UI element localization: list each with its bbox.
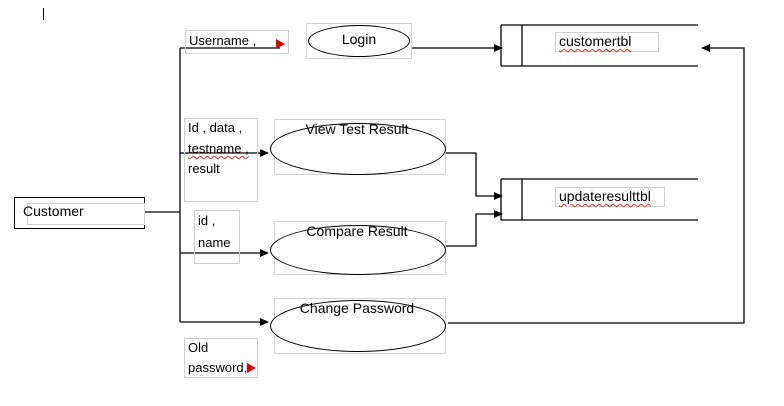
flow-label-view: Id , data , testname , result [184, 118, 258, 202]
flow-label-login-text: Username , [189, 33, 257, 48]
process-compare-result: Compare Result [268, 221, 446, 275]
flow-marker-icon [276, 39, 285, 49]
datastore-updateresulttbl [500, 178, 698, 221]
flow-label-change-line-1: Old [188, 340, 209, 355]
compare-to-updateresulttbl [446, 210, 503, 247]
process-compare-label: Compare Result [306, 223, 408, 239]
process-view-test-result: View Test Result [268, 119, 446, 175]
process-ellipse [270, 123, 446, 175]
flow-label-login: Username , [185, 30, 289, 54]
process-login-label: Login [341, 31, 377, 47]
flow-label-change-line-2: password, [188, 360, 248, 375]
view-to-updateresulttbl [446, 152, 503, 200]
change-password-to-customertbl [448, 44, 745, 324]
process-view-label: View Test Result [305, 121, 409, 137]
updateresulttbl-label-box: updateresulttbl [555, 187, 665, 207]
process-change-password: Change Password [268, 298, 446, 354]
customertbl-label: customertbl [559, 33, 632, 49]
flow-label-compare: id , name [194, 210, 240, 264]
customertbl-label-box: customertbl [555, 32, 659, 52]
datastore-customertbl [500, 24, 698, 67]
flow-label-view-line-1: Id , data , [188, 120, 243, 135]
process-login: Login [306, 23, 412, 59]
process-ellipse [270, 300, 446, 352]
flow-label-compare-line-2: name [198, 235, 231, 250]
flow-label-view-line-3: result [188, 161, 220, 176]
flow-label-change: Old password, [184, 338, 258, 378]
process-change-label: Change Password [299, 300, 415, 316]
flow-marker-icon [247, 363, 256, 373]
flow-label-view-line-2: testname , [188, 141, 249, 156]
flow-label-compare-line-1: id , [198, 213, 216, 228]
text-cursor [43, 8, 44, 20]
customer-entity: Customer [14, 197, 145, 229]
customer-inner-frame [27, 203, 145, 225]
process-ellipse [270, 225, 446, 275]
customer-label: Customer [23, 203, 84, 219]
process-ellipse [308, 25, 410, 57]
process-frame [306, 23, 412, 59]
updateresulttbl-label: updateresulttbl [559, 188, 651, 204]
